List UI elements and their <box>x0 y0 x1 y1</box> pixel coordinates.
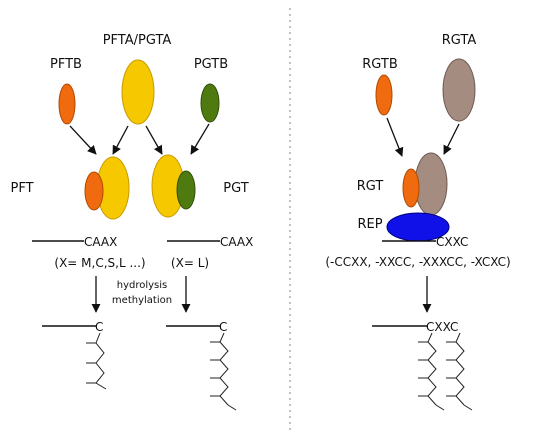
geranylgeranyl-chain <box>219 332 229 406</box>
pgt-x-residues: (X= L) <box>171 256 209 270</box>
gg-end <box>227 404 237 411</box>
pgtb-subunit-icon <box>200 83 220 123</box>
rgt-cxxc-label: CXXC <box>436 235 468 249</box>
pft-caax-label: CAAX <box>84 235 117 249</box>
rgta-subunit-icon <box>442 58 476 122</box>
rgt-beta-subunit-icon <box>402 168 420 208</box>
rgtb-subunit-icon <box>375 74 393 116</box>
arrow-rgtb-to-rgt <box>386 117 404 157</box>
gg1-end <box>435 404 445 411</box>
rgt-alpha-subunit-icon <box>414 152 448 216</box>
pfta-pgta-label: PFTA/PGTA <box>103 33 172 48</box>
farnesylated-c-label: C <box>95 320 103 334</box>
rgta-label: RGTA <box>442 33 477 48</box>
geranylgeranyl-chain-2 <box>455 332 465 406</box>
pftb-label: PFTB <box>50 57 82 72</box>
pft-label: PFT <box>10 181 33 196</box>
pft-beta-subunit-icon <box>84 171 104 211</box>
pftb-subunit-icon <box>58 83 76 125</box>
farnesyl-chain <box>95 332 105 384</box>
digeranylgeranylated-cxxc-label: CXXC <box>426 320 458 334</box>
cxxc-variants: (-CCXX, -XXCC, -XXXCC, -XCXC) <box>325 255 510 269</box>
rgt-label: RGT <box>357 179 384 194</box>
arrow-pftb-to-pft <box>69 125 97 155</box>
pft-x-residues: (X= M,C,S,L ...) <box>54 256 145 270</box>
arrow-rgta-to-rgt <box>443 123 460 155</box>
hydrolysis-label: hydrolysis <box>117 280 168 291</box>
pgt-caax-label: CAAX <box>220 235 253 249</box>
arrow-pgtb-to-pgt <box>190 123 210 155</box>
pfta-pgta-subunit-icon <box>121 59 155 125</box>
rgtb-label: RGTB <box>362 57 398 72</box>
pgt-beta-subunit-icon <box>176 170 196 210</box>
gg2-end <box>463 404 473 411</box>
geranylgeranylated-c-label: C <box>219 320 227 334</box>
pgt-label: PGT <box>223 181 248 196</box>
methylation-label: methylation <box>112 295 172 306</box>
geranylgeranyl-chain-1 <box>427 332 437 406</box>
rep-label: REP <box>357 217 382 232</box>
arrow-pfta-to-pft <box>112 125 129 155</box>
farnesyl-end <box>95 382 107 390</box>
pgtb-label: PGTB <box>194 57 228 72</box>
arrow-pgta-to-pgt <box>145 125 163 155</box>
